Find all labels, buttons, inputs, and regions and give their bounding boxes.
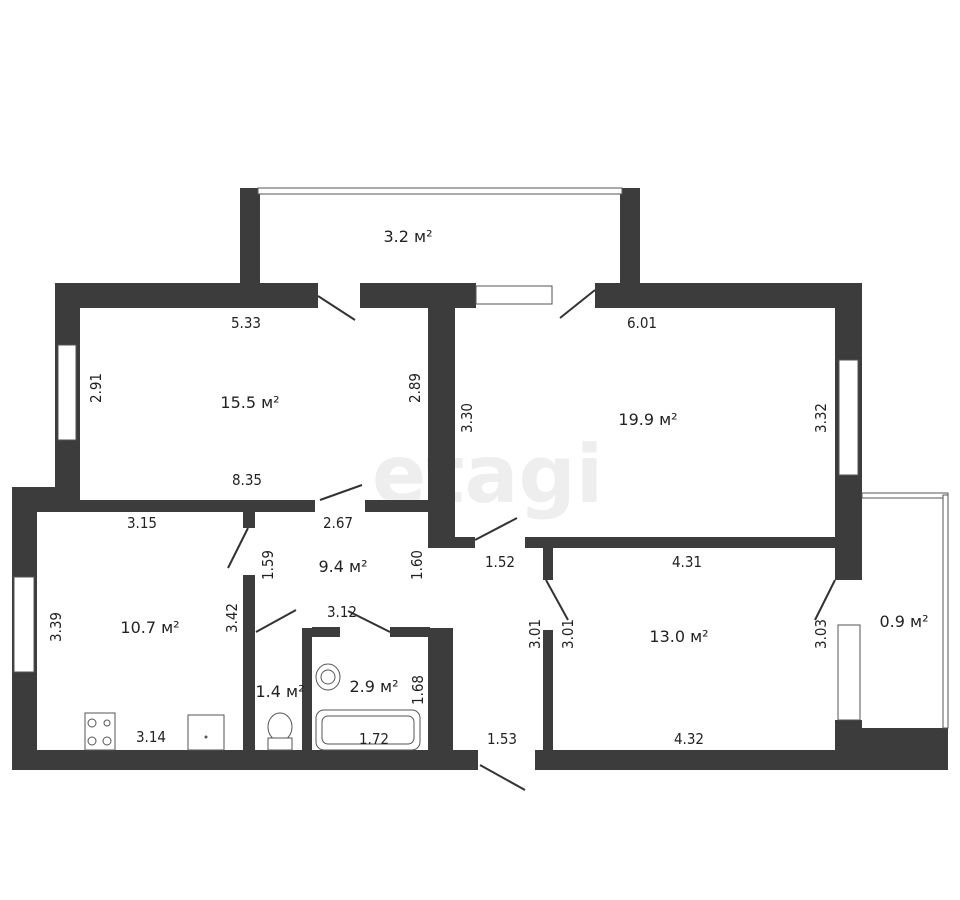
dim: 3.12 (327, 603, 357, 621)
stove-icon (84, 712, 116, 751)
dim: 3.30 (458, 403, 476, 433)
dim: 2.67 (323, 514, 353, 532)
dim: 3.01 (526, 619, 544, 649)
bathtub-icon (315, 709, 421, 751)
dim: 3.15 (127, 514, 157, 532)
doors (227, 289, 836, 791)
dim: 3.32 (812, 403, 830, 433)
dim: 1.60 (408, 550, 426, 580)
dim: 3.42 (223, 603, 241, 633)
area-toilet: 1.4 м² (255, 682, 304, 701)
dim: 2.89 (406, 373, 424, 403)
area-bathroom: 2.9 м² (349, 677, 398, 696)
room-areas: 3.2 м² 15.5 м² 19.9 м² 10.7 м² 9.4 м² 1.… (120, 227, 928, 701)
fixtures (84, 663, 421, 751)
dim: 4.32 (674, 730, 704, 748)
toilet-icon (267, 712, 293, 751)
washbasin-icon (315, 663, 341, 691)
area-hall: 9.4 м² (318, 557, 367, 576)
area-room-left: 15.5 м² (220, 393, 279, 412)
dim: 3.39 (47, 612, 65, 642)
area-room-large: 19.9 м² (618, 410, 677, 429)
area-room-right: 13.0 м² (649, 627, 708, 646)
walls (12, 283, 949, 770)
dim: 8.35 (232, 471, 262, 489)
dim: 4.31 (672, 553, 702, 571)
area-balcony-right: 0.9 м² (879, 612, 928, 631)
balcony-top-walls (240, 187, 640, 285)
dim: 1.52 (485, 553, 515, 571)
dimensions: 5.33 2.91 2.89 8.35 6.01 3.30 3.32 3.15 … (47, 314, 830, 748)
dim: 2.91 (87, 373, 105, 403)
sink-icon (187, 714, 225, 751)
area-balcony-top: 3.2 м² (383, 227, 432, 246)
dim: 3.01 (559, 619, 577, 649)
dim: 1.68 (409, 675, 427, 705)
dim: 6.01 (627, 314, 657, 332)
dim: 5.33 (231, 314, 261, 332)
dim: 1.72 (359, 730, 389, 748)
dim: 1.59 (259, 550, 277, 580)
area-kitchen: 10.7 м² (120, 618, 179, 637)
dim: 3.14 (136, 728, 166, 746)
dim: 1.53 (487, 730, 517, 748)
dim: 3.03 (812, 619, 830, 649)
